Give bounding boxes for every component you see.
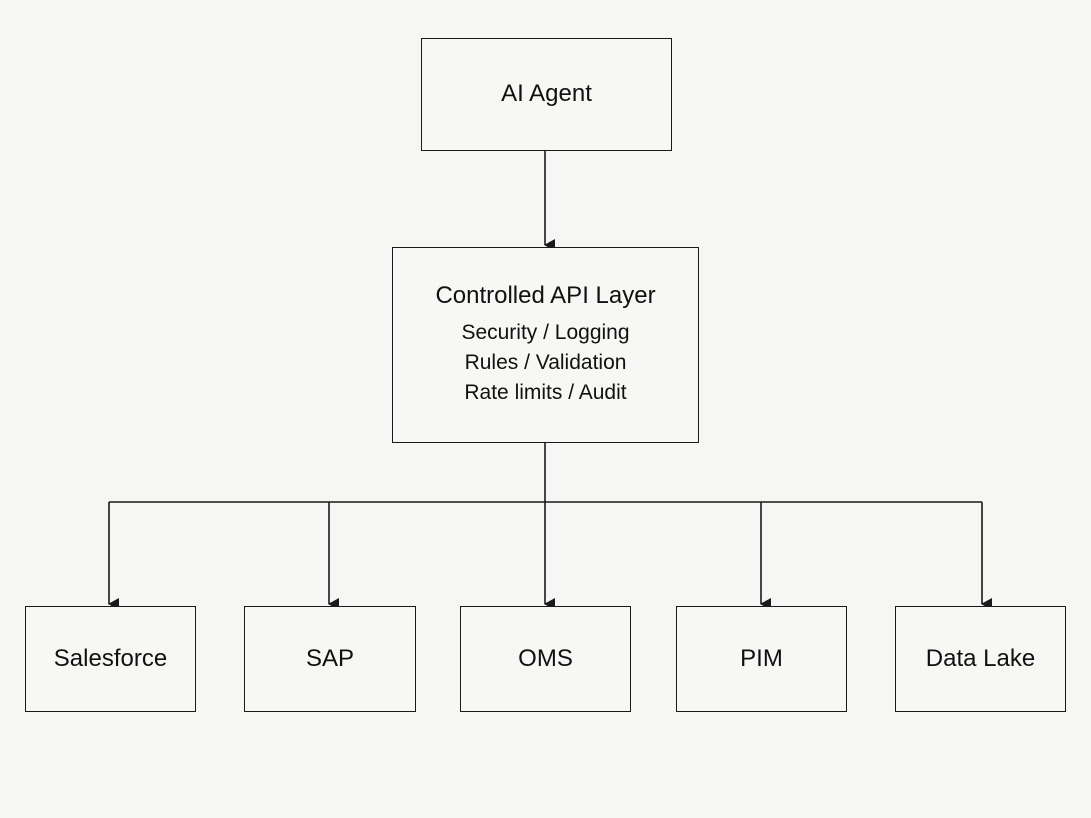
system-node-salesforce: Salesforce [25, 606, 196, 712]
system-label-sap: SAP [305, 644, 355, 672]
system-node-oms: OMS [460, 606, 631, 712]
ai-agent-label: AI Agent [501, 80, 592, 108]
system-label-oms: OMS [518, 644, 573, 672]
api-layer-security-logging: Security / Logging [461, 321, 630, 345]
system-label-salesforce: Salesforce [53, 644, 168, 672]
system-label-data-lake: Data Lake [925, 644, 1036, 672]
ai-agent-node: AI Agent [421, 38, 672, 151]
api-layer-title: Controlled API Layer [435, 281, 656, 309]
system-node-pim: PIM [676, 606, 847, 712]
api-layer-node: Controlled API Layer Security / Logging … [392, 247, 699, 443]
api-layer-rate-limits-audit: Rate limits / Audit [464, 381, 627, 405]
system-node-sap: SAP [244, 606, 416, 712]
api-layer-rules-validation: Rules / Validation [464, 351, 627, 375]
system-label-pim: PIM [740, 644, 783, 672]
system-node-data-lake: Data Lake [895, 606, 1066, 712]
